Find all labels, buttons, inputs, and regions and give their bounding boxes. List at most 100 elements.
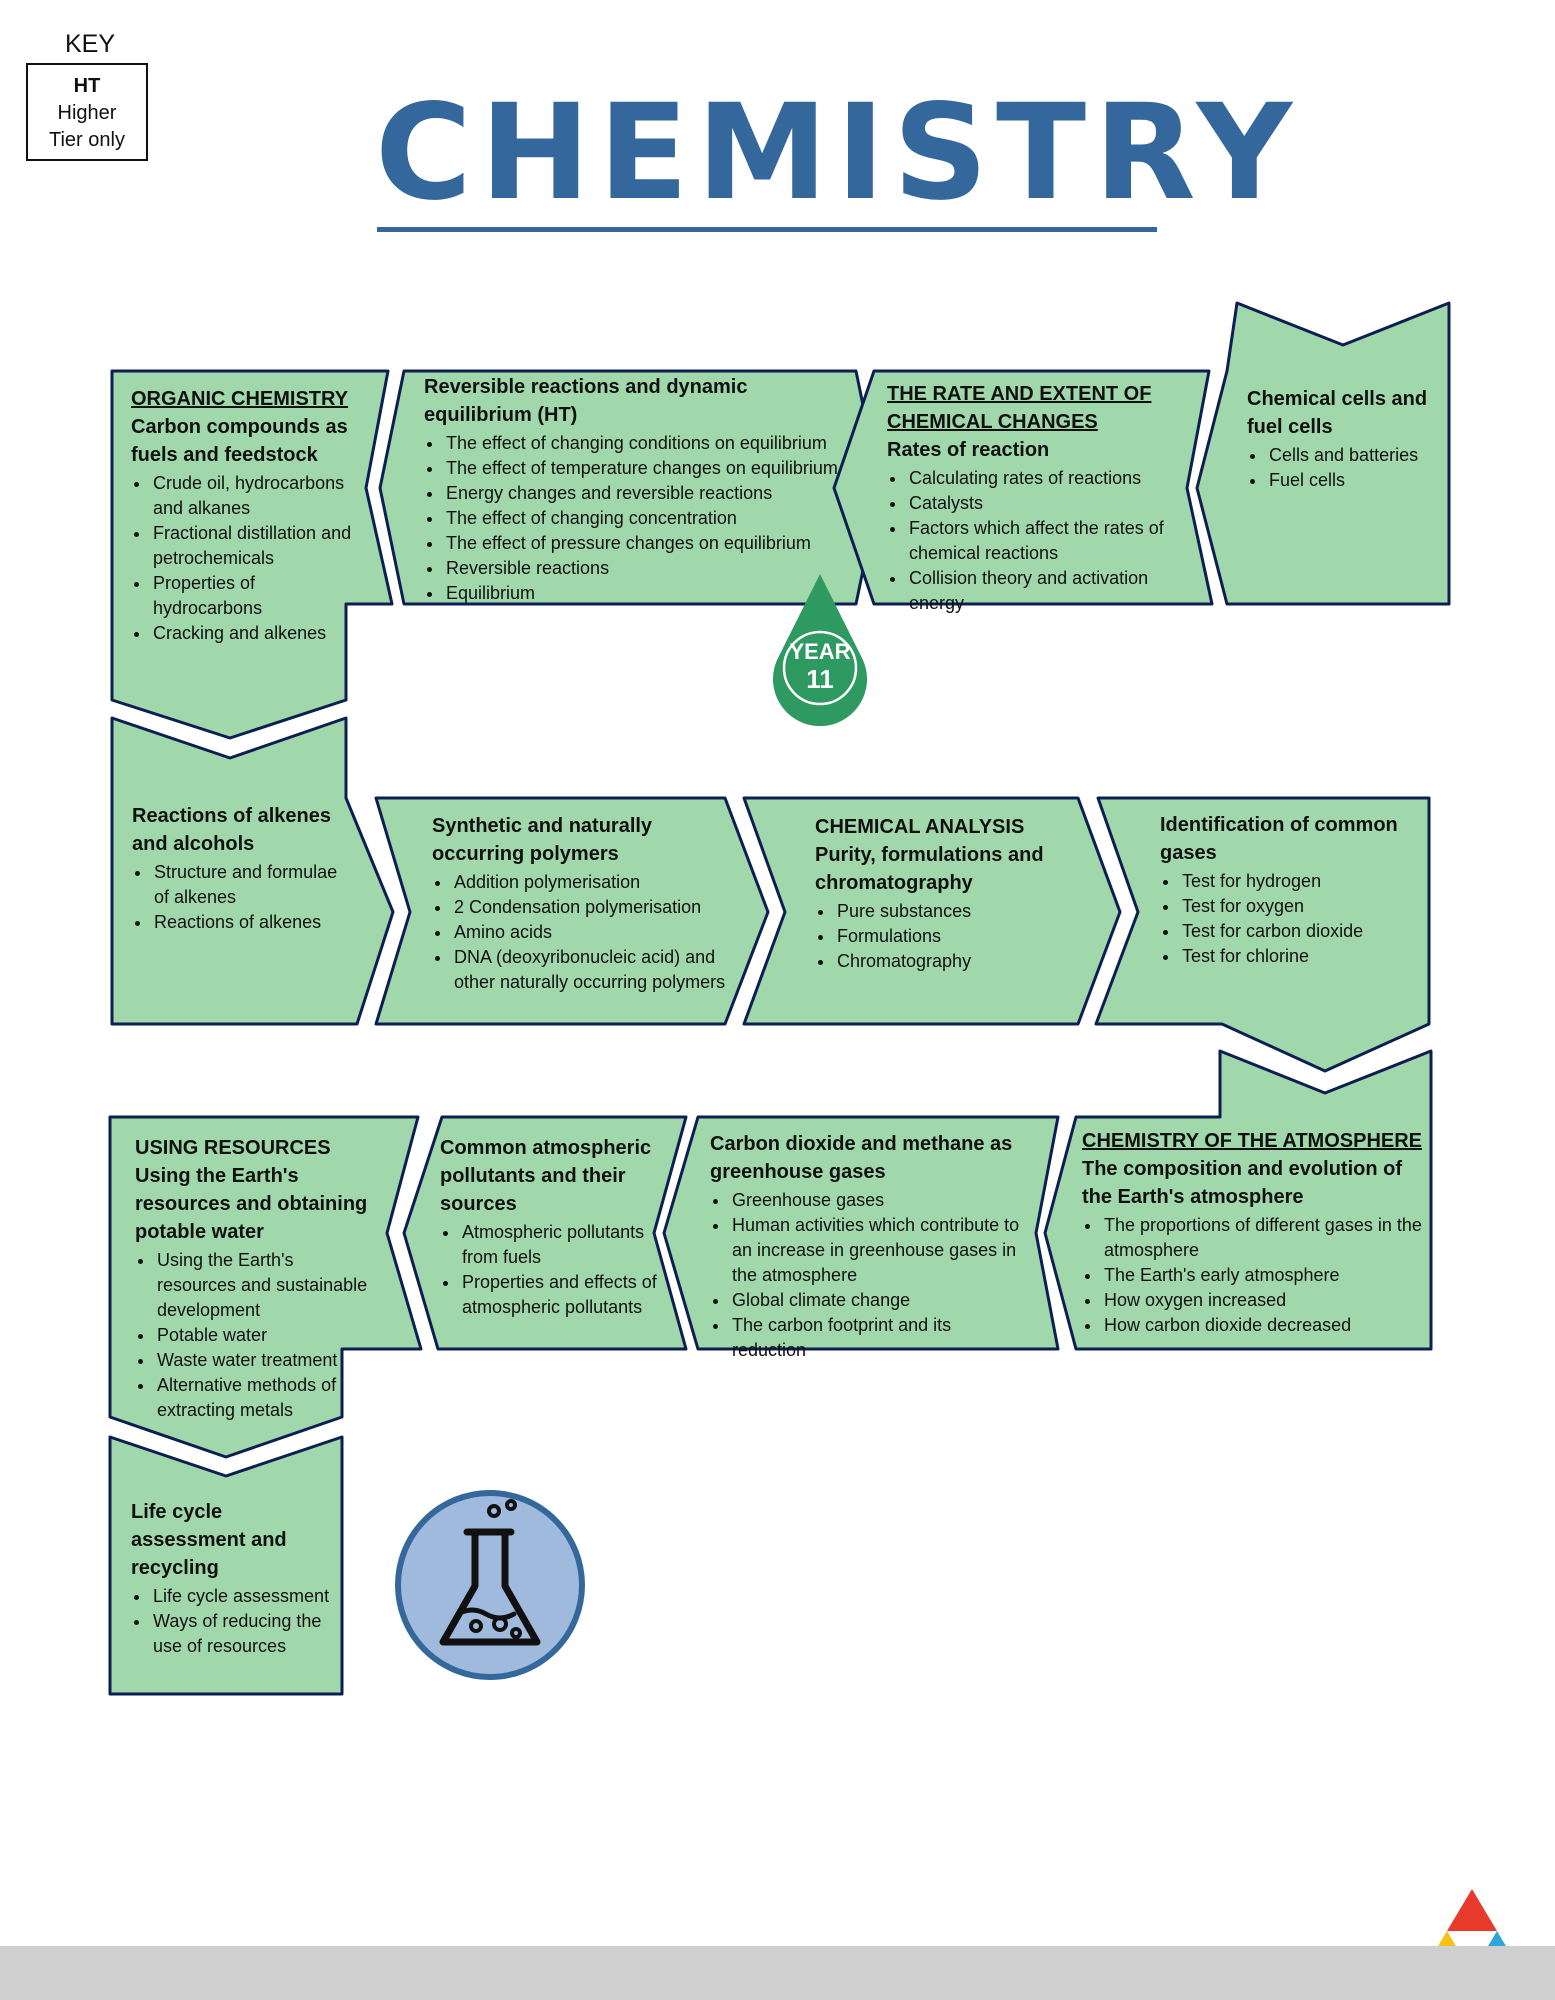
list-item: Equilibrium xyxy=(444,581,844,606)
card-heading: Common atmospheric pollutants and their … xyxy=(440,1137,652,1215)
list-item: Atmospheric pollutants from fuels xyxy=(460,1220,665,1270)
card-heading: ORGANIC CHEMISTRY xyxy=(131,388,349,410)
topic-list: The effect of changing conditions on equ… xyxy=(424,431,844,606)
card-shape-lifecycle xyxy=(108,1435,344,1696)
list-item: Test for oxygen xyxy=(1180,894,1420,919)
card-shape-rate xyxy=(832,369,1214,606)
list-item: How oxygen increased xyxy=(1102,1288,1427,1313)
card-chemical-cells: Chemical cells and fuel cells Cells and … xyxy=(1247,385,1437,493)
year-drop-icon xyxy=(773,574,867,727)
list-item: The effect of pressure changes on equili… xyxy=(444,531,844,556)
card-life-cycle-assessment: Life cycle assessment and recycling Life… xyxy=(131,1498,336,1659)
topic-list: Structure and formulae of alkenes Reacti… xyxy=(132,860,347,935)
year-number: 11 xyxy=(806,664,834,694)
topic-list: Cells and batteries Fuel cells xyxy=(1247,443,1437,493)
list-item: The effect of changing concentration xyxy=(444,506,844,531)
list-item: Amino acids xyxy=(452,920,732,945)
key-label: KEY xyxy=(64,30,116,58)
list-item: Properties and effects of atmospheric po… xyxy=(460,1270,665,1320)
card-heading: CHEMICAL ANALYSIS xyxy=(815,816,1025,838)
list-item: Test for hydrogen xyxy=(1180,869,1420,894)
list-item: Global climate change xyxy=(730,1288,1020,1313)
list-item: Factors which affect the rates of chemic… xyxy=(907,516,1197,566)
card-chemistry-of-atmosphere: CHEMISTRY OF THE ATMOSPHERE The composit… xyxy=(1082,1127,1427,1338)
list-item: Life cycle assessment xyxy=(151,1584,336,1609)
list-item: How carbon dioxide decreased xyxy=(1102,1313,1427,1338)
topic-list: Pure substances Formulations Chromatogra… xyxy=(815,899,1065,974)
card-heading: Synthetic and naturally occurring polyme… xyxy=(432,815,653,865)
card-subheading: Rates of reaction xyxy=(887,439,1050,461)
title-underline xyxy=(377,227,1157,232)
flask-icon xyxy=(395,1490,585,1680)
card-shape-analysis xyxy=(742,796,1122,1026)
card-shape-pollutants xyxy=(402,1115,688,1351)
card-heading: THE RATE AND EXTENT OF CHEMICAL CHANGES xyxy=(887,383,1152,433)
card-greenhouse-gases: Carbon dioxide and methane as greenhouse… xyxy=(710,1130,1020,1363)
list-item: The carbon footprint and its reduction xyxy=(730,1313,1020,1363)
card-shape-atmosphere xyxy=(1043,1049,1433,1351)
card-heading: Reactions of alkenes and alcohols xyxy=(132,805,331,855)
list-item: The effect of changing conditions on equ… xyxy=(444,431,844,456)
list-item: Cells and batteries xyxy=(1267,443,1437,468)
footer-bar xyxy=(0,1946,1555,2000)
list-item: Calculating rates of reactions xyxy=(907,466,1197,491)
list-item: Catalysts xyxy=(907,491,1197,516)
list-item: 2 Condensation polymerisation xyxy=(452,895,732,920)
list-item: Cracking and alkenes xyxy=(151,621,356,646)
year-badge: YEAR 11 xyxy=(774,639,866,695)
list-item: The proportions of different gases in th… xyxy=(1102,1213,1427,1263)
card-polymers: Synthetic and naturally occurring polyme… xyxy=(432,812,732,995)
list-item: Collision theory and activation energy xyxy=(907,566,1197,616)
list-item: Properties of hydrocarbons xyxy=(151,571,356,621)
card-subheading: Purity, formulations and chromatography xyxy=(815,844,1044,894)
card-heading: Life cycle assessment and recycling xyxy=(131,1501,287,1579)
list-item: Chromatography xyxy=(835,949,1065,974)
key-box: HT Higher Tier only xyxy=(26,63,148,161)
page-title: CHEMISTRY xyxy=(375,76,1301,230)
card-heading: CHEMISTRY OF THE ATMOSPHERE xyxy=(1082,1130,1423,1152)
key-line2: Tier only xyxy=(49,129,125,151)
card-heading: Chemical cells and fuel cells xyxy=(1247,388,1428,438)
list-item: Ways of reducing the use of resources xyxy=(151,1609,336,1659)
list-item: Using the Earth's resources and sustaina… xyxy=(155,1248,375,1323)
card-shape-organic xyxy=(110,369,394,740)
topic-list: Crude oil, hydrocarbons and alkanes Frac… xyxy=(131,471,356,646)
list-item: Potable water xyxy=(155,1323,375,1348)
topic-list: Using the Earth's resources and sustaina… xyxy=(135,1248,375,1423)
list-item: Greenhouse gases xyxy=(730,1188,1020,1213)
list-item: Alternative methods of extracting metals xyxy=(155,1373,375,1423)
list-item: Addition polymerisation xyxy=(452,870,732,895)
card-organic-chemistry: ORGANIC CHEMISTRY Carbon compounds as fu… xyxy=(131,385,356,646)
card-heading: Reversible reactions and dynamic equilib… xyxy=(424,376,748,426)
card-rate-of-reaction: THE RATE AND EXTENT OF CHEMICAL CHANGES … xyxy=(887,380,1197,616)
list-item: Human activities which contribute to an … xyxy=(730,1213,1020,1288)
card-shape-gases xyxy=(1094,796,1431,1073)
key-code: HT xyxy=(73,75,101,97)
list-item: Reversible reactions xyxy=(444,556,844,581)
topic-list: Test for hydrogen Test for oxygen Test f… xyxy=(1160,869,1420,969)
list-item: Energy changes and reversible reactions xyxy=(444,481,844,506)
card-shape-resources xyxy=(108,1115,423,1459)
topic-list: Addition polymerisation 2 Condensation p… xyxy=(432,870,732,995)
card-shape-reversible xyxy=(378,369,882,606)
card-identification-of-gases: Identification of common gases Test for … xyxy=(1160,811,1420,969)
year-label: YEAR xyxy=(789,639,851,664)
topic-list: Atmospheric pollutants from fuels Proper… xyxy=(440,1220,665,1320)
card-atmospheric-pollutants: Common atmospheric pollutants and their … xyxy=(440,1134,665,1320)
list-item: Waste water treatment xyxy=(155,1348,375,1373)
card-heading: Carbon dioxide and methane as greenhouse… xyxy=(710,1133,1013,1183)
list-item: Fuel cells xyxy=(1267,468,1437,493)
card-reactions-of-alkenes: Reactions of alkenes and alcohols Struct… xyxy=(132,802,347,935)
list-item: DNA (deoxyribonucleic acid) and other na… xyxy=(452,945,732,995)
card-chemical-analysis: CHEMICAL ANALYSIS Purity, formulations a… xyxy=(815,813,1065,974)
list-item: Structure and formulae of alkenes xyxy=(152,860,347,910)
list-item: Reactions of alkenes xyxy=(152,910,347,935)
list-item: Fractional distillation and petrochemica… xyxy=(151,521,356,571)
topic-list: Greenhouse gases Human activities which … xyxy=(710,1188,1020,1363)
list-item: The effect of temperature changes on equ… xyxy=(444,456,844,481)
card-heading: Identification of common gases xyxy=(1160,814,1398,864)
list-item: Crude oil, hydrocarbons and alkanes xyxy=(151,471,356,521)
card-shape-alkenes xyxy=(110,716,395,1026)
list-item: Pure substances xyxy=(835,899,1065,924)
